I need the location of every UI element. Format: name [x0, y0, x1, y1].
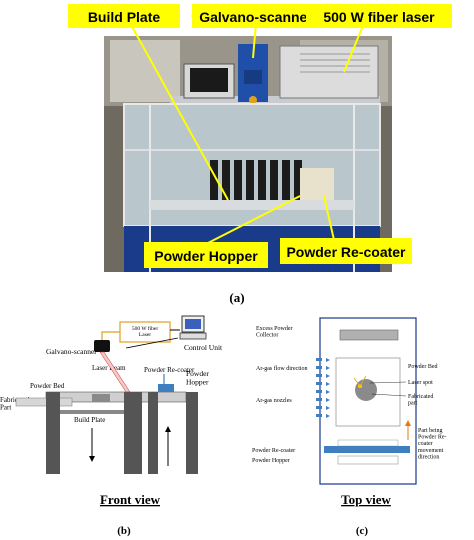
- recoater-top: [324, 446, 410, 453]
- recoater-blade-front: [158, 384, 174, 392]
- hopper-top: [337, 455, 399, 465]
- hopper-left-wall: [148, 392, 158, 474]
- caption-a: (a): [229, 290, 244, 305]
- hopper-label-top: Powder Hopper: [252, 458, 290, 464]
- powder-collector: [339, 329, 399, 341]
- callout-galvano-text: Galvano-scanner: [199, 9, 313, 25]
- build-plate-front: [60, 410, 124, 414]
- recoater-pointer: [323, 195, 335, 241]
- nozzles-label: Ar-gas nozzles: [256, 398, 292, 404]
- hopper-pointer: [205, 195, 301, 245]
- flow-label: Ar-gas flow direction: [256, 365, 308, 372]
- right-wall: [186, 392, 198, 474]
- laser-pointer: [343, 22, 365, 73]
- callout-laser-text: 500 W fiber laser: [323, 9, 435, 25]
- top-view-title: Top view: [341, 492, 391, 507]
- build-plate-pointer: [129, 22, 229, 201]
- laser-spot-label: Laser spot: [408, 380, 433, 386]
- down-arrow: [89, 456, 95, 462]
- front-view-title: Front view: [100, 492, 161, 507]
- galvano-scanner-box: [94, 340, 110, 352]
- callout-galvano: [192, 4, 320, 28]
- fabricated-part-top: [355, 379, 377, 401]
- recoater-label-top: Powder Re-coater: [252, 448, 295, 454]
- callout-build-plate: [68, 4, 180, 28]
- callout-laser: [306, 4, 452, 28]
- callout-hopper-text: Powder Hopper: [154, 248, 258, 264]
- middle-wall: [124, 392, 142, 474]
- movement-arrow: [405, 420, 411, 426]
- gas-nozzles: [316, 358, 322, 417]
- up-arrow: [165, 426, 171, 432]
- left-wall: [46, 392, 60, 474]
- caption-c: (c): [356, 525, 369, 537]
- fabricated-part-front: [92, 394, 110, 402]
- galvano-pointer: [252, 22, 257, 59]
- laser-beam: [99, 351, 131, 393]
- photo-panel: Build Plate Galvano-scanner 500 W fiber …: [68, 4, 452, 305]
- caption-b: (b): [117, 525, 131, 537]
- powder-bed-label-front: Powder Bed: [30, 382, 65, 390]
- recoater-label-front: Powder Re-coater: [144, 366, 195, 374]
- callout-build-plate-text: Build Plate: [88, 9, 161, 25]
- build-plate-label-front: Build Plate: [74, 416, 105, 424]
- powder-bed-label-top: Powder Bed: [408, 364, 438, 370]
- callout-recoater: [280, 238, 412, 264]
- control-unit-label: Control Unit: [184, 343, 223, 352]
- callout-recoater-text: Powder Re-coater: [286, 244, 406, 260]
- laser-beam-label: Laser Beam: [92, 364, 126, 372]
- callout-hopper: [144, 242, 268, 268]
- galvano-label: Galvano-scanner: [46, 347, 97, 356]
